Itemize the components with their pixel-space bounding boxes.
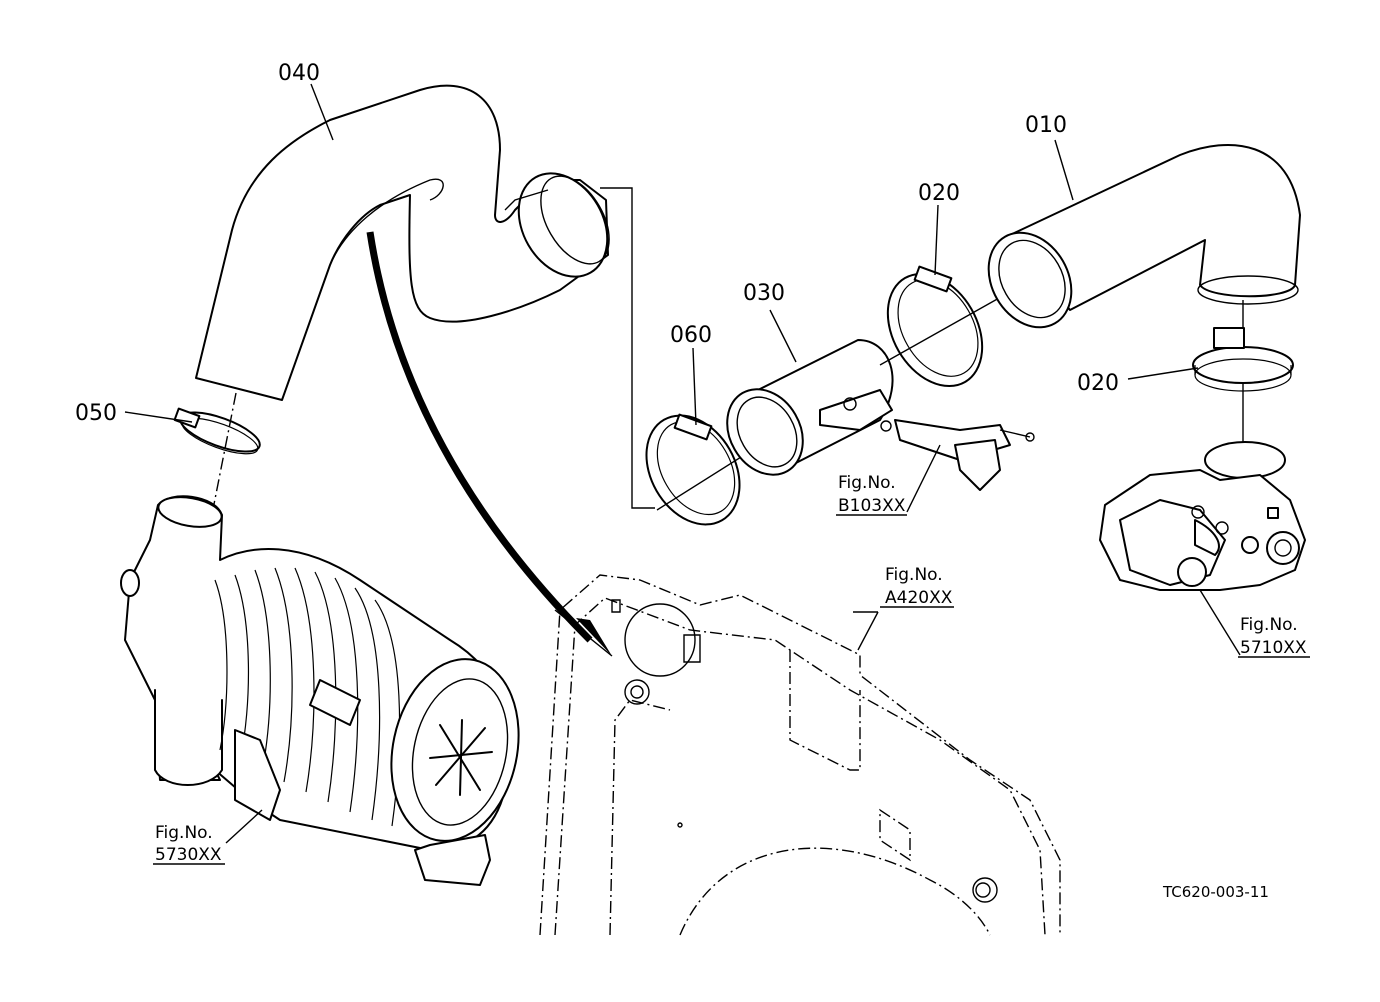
fig-ref-b103[interactable]: Fig.No. B103XX	[836, 473, 907, 516]
clamp-020-upper[interactable]	[869, 257, 1002, 403]
fig-ref-5710[interactable]: Fig.No. 5710XX	[1238, 615, 1310, 658]
fig-ref-b103-code: B103XX	[838, 496, 906, 516]
leader-a420	[857, 611, 879, 651]
mounting-bracket[interactable]	[539, 574, 1061, 936]
part-label-020-lower: 020	[1077, 371, 1119, 396]
part-label-030: 030	[743, 281, 785, 306]
throttle-body[interactable]	[1099, 441, 1306, 591]
fig-ref-a420-prefix: Fig.No.	[885, 565, 943, 585]
fig-ref-5730[interactable]: Fig.No. 5730XX	[153, 823, 225, 865]
part-label-040: 040	[278, 61, 320, 86]
leader-030	[769, 309, 797, 363]
leader-040	[310, 83, 334, 141]
leader-050	[124, 411, 193, 423]
leader-5710	[1199, 589, 1241, 656]
leader-020-upper	[934, 204, 939, 276]
fig-ref-b103-prefix: Fig.No.	[838, 473, 896, 493]
hose-010[interactable]	[972, 144, 1301, 342]
leader-010	[1054, 139, 1074, 201]
fig-ref-a420-code: A420XX	[885, 588, 953, 608]
end-cap-emblem	[429, 719, 493, 796]
ref-bracket-line	[600, 187, 655, 509]
clamp-020-lower[interactable]	[1192, 327, 1294, 392]
clamp-050[interactable]	[173, 404, 265, 460]
part-label-020-upper: 020	[918, 181, 960, 206]
part-label-010: 010	[1025, 113, 1067, 138]
fig-ref-5710-code: 5710XX	[1240, 638, 1307, 658]
mass-air-flow-sensor[interactable]	[894, 419, 1035, 491]
air-cleaner-assembly[interactable]	[120, 493, 535, 886]
routing-arrow	[366, 231, 613, 657]
leader-5730	[225, 809, 263, 844]
fig-ref-5730-code: 5730XX	[155, 845, 222, 865]
hose-040[interactable]	[195, 84, 625, 401]
part-label-060: 060	[670, 323, 712, 348]
fig-ref-a420[interactable]: Fig.No. A420XX	[880, 565, 954, 608]
clamp-060[interactable]	[628, 399, 759, 541]
part-label-050: 050	[75, 401, 117, 426]
leader-b103	[906, 444, 941, 513]
leader-060	[692, 347, 697, 426]
leader-020-lower	[1127, 367, 1199, 380]
drawing-code: TC620-003-11	[1162, 883, 1269, 901]
fig-ref-5730-prefix: Fig.No.	[155, 823, 213, 843]
tube-030[interactable]	[712, 339, 894, 488]
fig-ref-5710-prefix: Fig.No.	[1240, 615, 1298, 635]
